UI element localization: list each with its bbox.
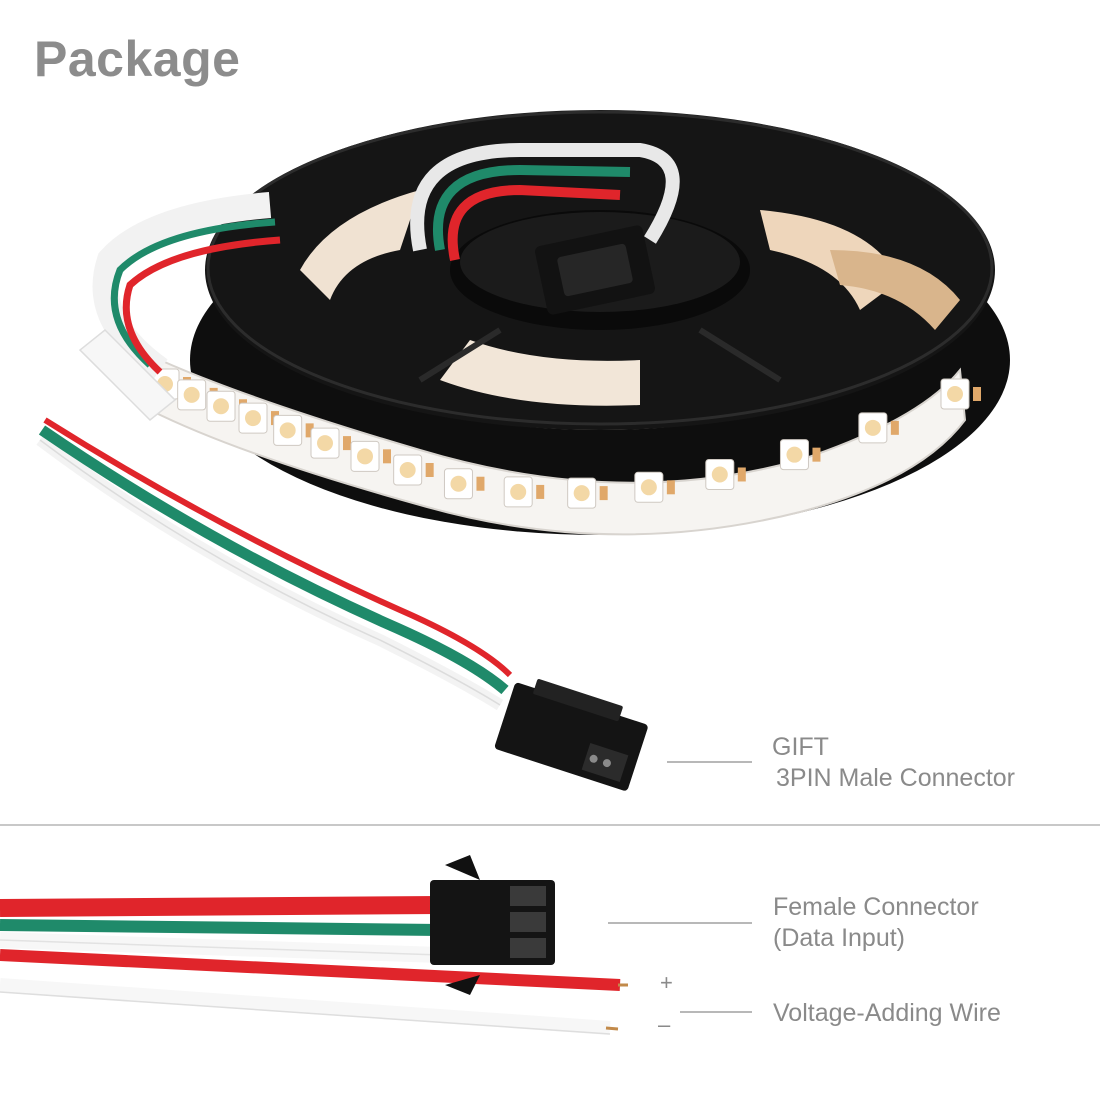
male-connector-label: 3PIN Male Connector <box>776 764 1016 792</box>
voltage-wire-label: Voltage-Adding Wire <box>773 999 1001 1027</box>
led-strip <box>148 358 981 536</box>
solder-pad <box>890 420 899 435</box>
solder-pad <box>666 480 675 495</box>
female-connector-label: Female Connector <box>773 893 979 921</box>
gift-label: GIFT <box>772 733 829 761</box>
solder-pad <box>737 467 746 482</box>
led-lens <box>279 422 296 439</box>
solder-pad <box>536 484 545 499</box>
solder-pad <box>476 476 485 491</box>
solder-pad <box>305 423 314 438</box>
led-lens <box>711 466 728 483</box>
led-lens <box>245 410 261 427</box>
led-lens <box>786 446 803 463</box>
solder-pad <box>425 462 434 477</box>
led-lens <box>450 475 467 492</box>
led-lens <box>357 448 373 465</box>
solder-pad <box>812 447 821 462</box>
solder-pad <box>599 486 608 501</box>
plus-sign: + <box>660 970 673 995</box>
led-lens <box>947 386 963 402</box>
solder-pad <box>383 449 391 464</box>
led-lens <box>399 461 416 478</box>
led-lens <box>573 485 590 502</box>
female-connector-assembly <box>0 855 628 1035</box>
led-lens <box>510 483 527 500</box>
led-lens <box>640 479 657 496</box>
reel-connector <box>410 143 680 315</box>
strip-lead-wires <box>78 192 281 422</box>
data-input-label: (Data Input) <box>773 924 906 952</box>
gift-male-connector-assembly <box>36 417 648 791</box>
led-lens <box>317 435 333 452</box>
led-lens <box>183 386 200 403</box>
led-lens <box>864 419 881 436</box>
page-title: Package <box>34 31 241 87</box>
solder-pad <box>973 387 981 401</box>
minus-sign: – <box>658 1012 671 1037</box>
solder-pad <box>343 436 351 451</box>
led-lens <box>213 398 229 415</box>
